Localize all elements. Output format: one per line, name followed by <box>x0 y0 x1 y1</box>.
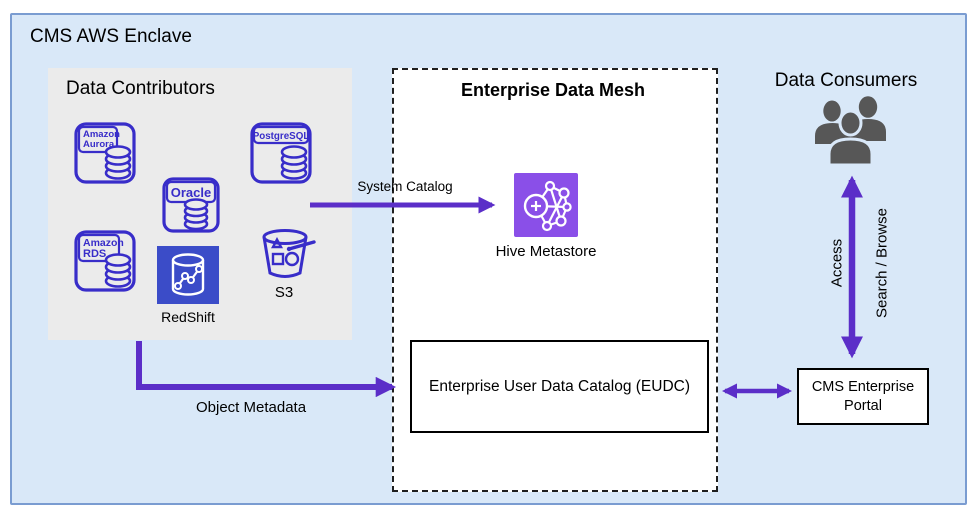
portal-label-line1: CMS Enterprise <box>811 379 915 396</box>
hive-metastore-icon <box>514 173 578 237</box>
object-metadata-label: Object Metadata <box>196 399 307 416</box>
db-cylinder <box>280 145 308 180</box>
db-cylinder <box>183 198 209 231</box>
oracle-icon: Oracle <box>162 177 220 233</box>
oracle-label: Oracle <box>171 185 211 200</box>
redshift-label: RedShift <box>161 309 215 325</box>
db-cylinder <box>104 145 132 180</box>
data-consumers-title: Data Consumers <box>774 70 918 91</box>
rds-label-line2: RDS <box>83 248 106 260</box>
hive-metastore-label: Hive Metastore <box>495 243 597 260</box>
data-contributors-title: Data Contributors <box>66 78 215 99</box>
system-catalog-label: System Catalog <box>357 179 453 194</box>
eudc-label: Enterprise User Data Catalog (EUDC) <box>428 377 690 395</box>
amazon-aurora-icon: Amazon Aurora <box>74 122 136 184</box>
amazon-rds-icon: Amazon RDS <box>74 230 136 292</box>
s3-label: S3 <box>274 284 294 301</box>
postgresql-label: PostgreSQL <box>253 131 310 142</box>
eudc-box: Enterprise User Data Catalog (EUDC) <box>410 340 709 433</box>
data-consumers-people-icon <box>815 96 886 167</box>
enclave-title: CMS AWS Enclave <box>30 26 192 47</box>
enterprise-data-mesh-title: Enterprise Data Mesh <box>460 80 646 100</box>
portal-label-line2: Portal <box>844 397 882 414</box>
redshift-icon <box>157 246 219 304</box>
aurora-label-line2: Aurora <box>83 139 115 150</box>
access-label: Access <box>828 238 846 288</box>
db-cylinder <box>104 253 132 288</box>
cms-enterprise-portal-box: CMS Enterprise Portal <box>797 368 929 425</box>
postgresql-icon: PostgreSQL <box>250 122 312 184</box>
aurora-label-line1: Amazon <box>83 129 120 140</box>
rds-label-line1: Amazon <box>83 237 124 249</box>
search-browse-label: Search / Browse <box>873 207 891 319</box>
s3-icon <box>262 229 316 278</box>
